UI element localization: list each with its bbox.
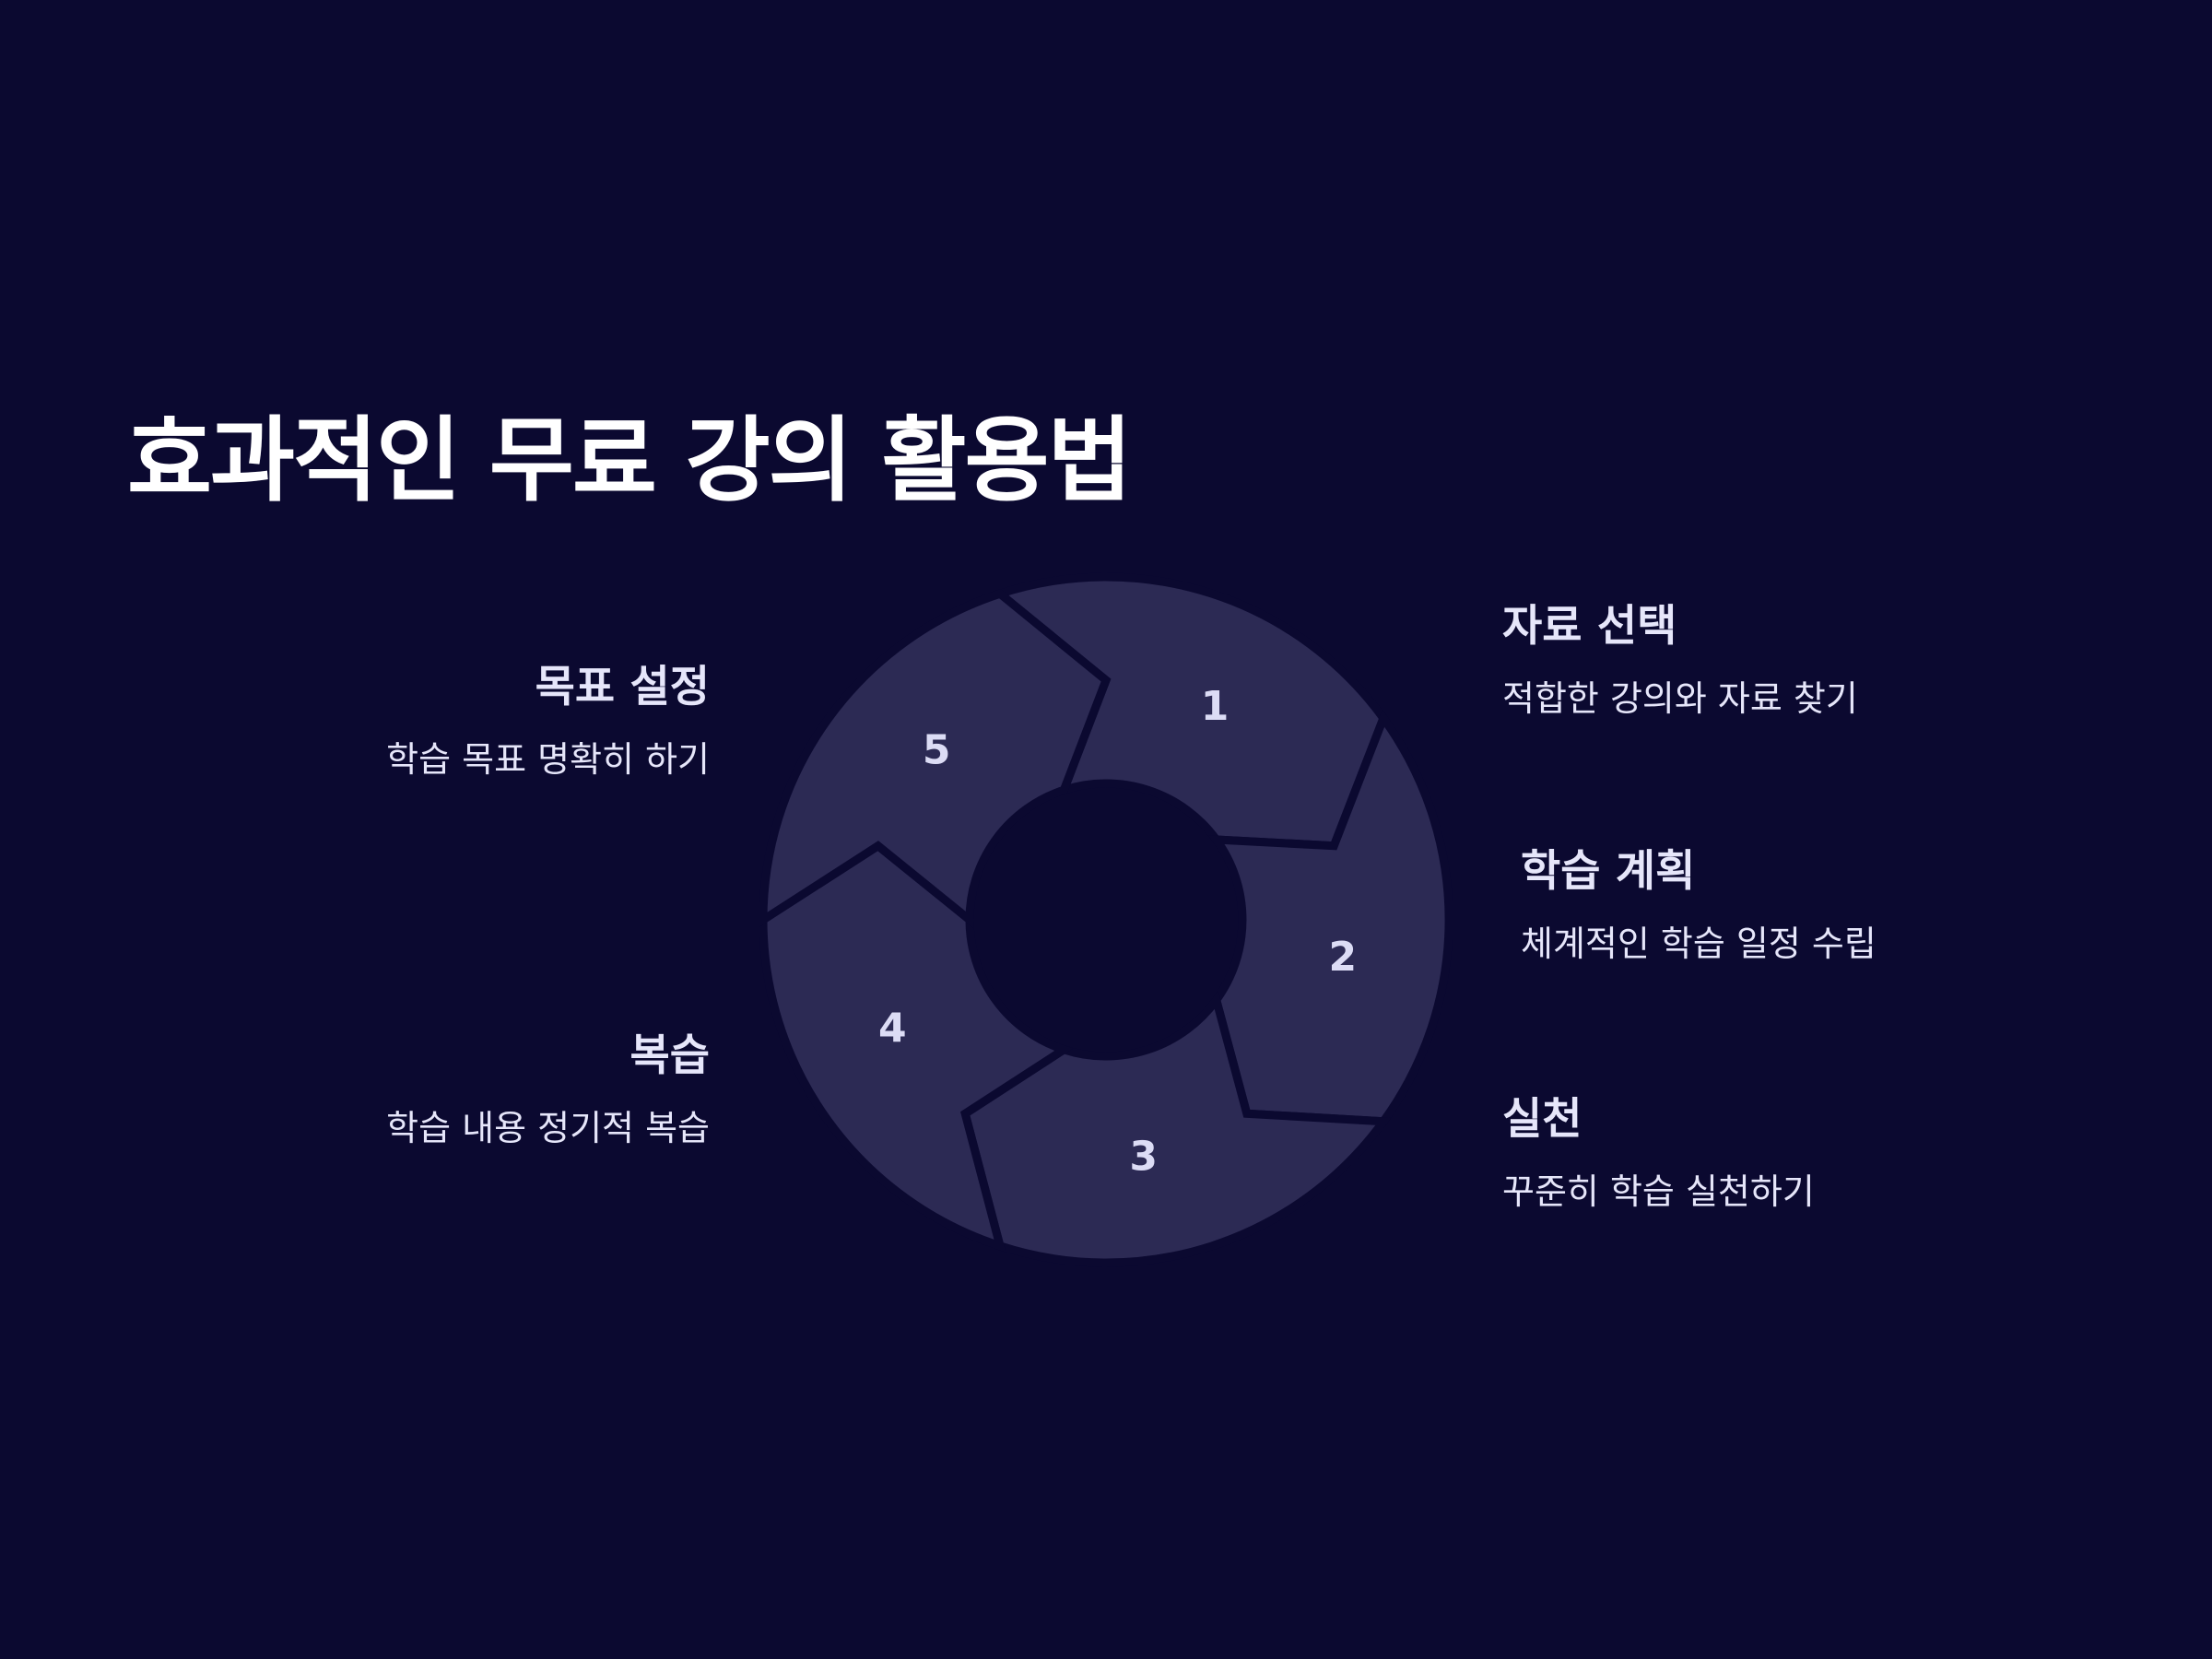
cycle-segment-1 (991, 572, 1389, 851)
segment-number-3: 3 (1129, 1133, 1158, 1180)
step-4-title: 실천 (1502, 1094, 1583, 1145)
cycle-segment-2 (1207, 709, 1453, 1126)
segment-number-1: 1 (1201, 683, 1230, 730)
cycle-segment-5 (759, 589, 1112, 929)
step-4-label: 실천 꾸준히 학습 실천하기 (1502, 1094, 1982, 1214)
step-1-label: 목표 설정 학습 목표 명확히 하기 (230, 662, 710, 782)
segment-number-2: 2 (1328, 934, 1357, 981)
step-3-title: 학습 계획 (1521, 846, 1696, 897)
step-1-description: 학습 목표 명확히 하기 (386, 739, 710, 781)
step-3-label: 학습 계획 체계적인 학습 일정 수립 (1521, 846, 2000, 966)
step-2-title: 자료 선택 (1502, 601, 1677, 652)
cycle-segment-3 (960, 990, 1392, 1267)
cycle-segment-4 (759, 841, 1074, 1253)
step-2-label: 자료 선택 적합한 강의와 자료 찾기 (1502, 601, 1982, 721)
step-2-description: 적합한 강의와 자료 찾기 (1502, 678, 1858, 720)
step-3-description: 체계적인 학습 일정 수립 (1521, 924, 1877, 965)
step-5-description: 학습 내용 정기적 복습 (386, 1108, 710, 1149)
segment-number-4: 4 (878, 1006, 907, 1053)
step-5-title: 복습 (629, 1030, 710, 1081)
step-4-description: 꾸준히 학습 실천하기 (1502, 1171, 1815, 1213)
step-5-label: 복습 학습 내용 정기적 복습 (230, 1030, 710, 1150)
segment-number-5: 5 (923, 727, 951, 774)
page-title: 효과적인 무료 강의 활용법 (127, 406, 1132, 514)
step-1-title: 목표 설정 (535, 662, 710, 712)
